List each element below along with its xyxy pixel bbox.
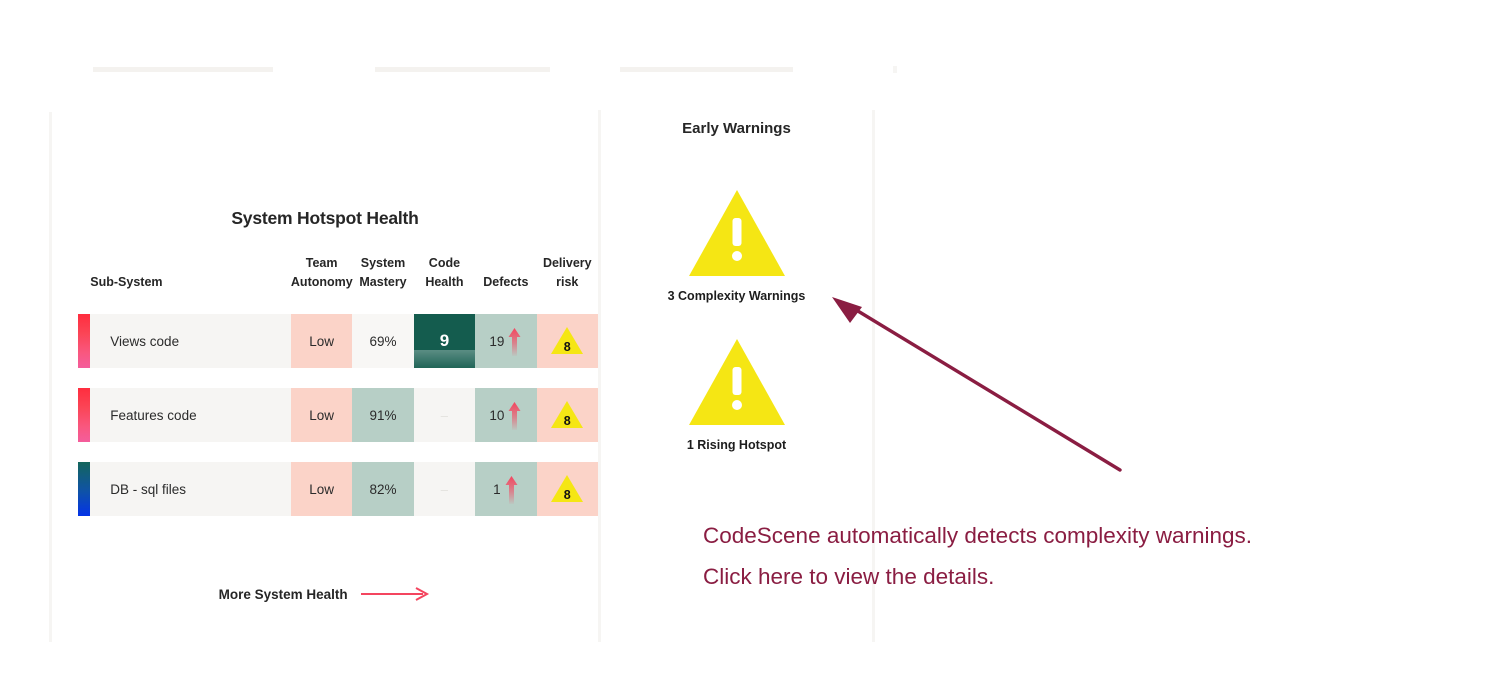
cell-team-autonomy: Low — [290, 388, 353, 442]
column-header-system-mastery: System Mastery — [359, 256, 407, 289]
more-system-health-link[interactable]: More System Health — [52, 586, 598, 602]
card-divider-4 — [893, 66, 897, 73]
column-header-defects: Defects — [483, 275, 529, 289]
cell-sub-system: DB - sql files — [90, 462, 291, 516]
cell-team-autonomy: Low — [290, 462, 353, 516]
trend-up-arrow-icon — [508, 328, 521, 356]
system-hotspot-health-panel: System Hotspot Health Sub-System Team Au… — [52, 112, 598, 642]
early-warnings-panel: Early Warnings 3 Complexity Warnings 1 R… — [601, 110, 872, 642]
callout-line-2: Click here to view the details. — [703, 564, 995, 589]
warning-caption: 3 Complexity Warnings — [667, 289, 806, 303]
code-health-gradient-band — [413, 350, 476, 368]
triangle-icon — [551, 474, 584, 502]
column-header-code-health: Code Health — [425, 256, 464, 289]
code-health-value: – — [440, 481, 449, 497]
warning-item-rising-hotspot[interactable]: 1 Rising Hotspot — [601, 337, 872, 452]
cell-code-health: 9 — [413, 314, 476, 368]
row-severity-bar — [78, 388, 90, 442]
cell-defects: 1 — [475, 462, 537, 516]
table-header-bar-spacer — [78, 254, 90, 302]
triangle-icon — [551, 326, 584, 354]
triangle-icon — [551, 400, 584, 428]
column-header-team-autonomy: Team Autonomy — [290, 256, 353, 289]
delivery-risk-value: 8 — [563, 487, 571, 502]
callout-line-1: CodeScene automatically detects complexi… — [703, 523, 1253, 548]
cell-system-mastery: 82% — [352, 462, 414, 516]
cell-defects: 10 — [475, 388, 537, 442]
card-divider-2 — [375, 67, 550, 72]
cell-defects: 19 — [475, 314, 537, 368]
cell-code-health: – — [413, 388, 476, 442]
table-row[interactable]: Features code Low 91% – 10 — [78, 388, 598, 442]
hotspot-table: Sub-System Team Autonomy System Mastery … — [78, 254, 598, 516]
column-header-sub-system: Sub-System — [90, 275, 163, 289]
table-header: Sub-System Team Autonomy System Mastery … — [78, 254, 598, 302]
cell-delivery-risk: 8 — [536, 314, 598, 368]
warning-caption: 1 Rising Hotspot — [686, 438, 787, 452]
row-severity-bar — [78, 314, 90, 368]
delivery-risk-triangle: 8 — [550, 325, 584, 355]
defects-value: 1 — [493, 481, 501, 497]
cell-delivery-risk: 8 — [536, 388, 598, 442]
delivery-risk-triangle: 8 — [550, 399, 584, 429]
panel-divider-middle — [598, 110, 601, 642]
table-body: Views code Low 69% 9 19 — [78, 302, 598, 516]
page-title: System Hotspot Health — [231, 208, 419, 228]
column-header-delivery-risk: Delivery risk — [542, 256, 592, 289]
table-row[interactable]: DB - sql files Low 82% – 1 — [78, 462, 598, 516]
early-warnings-title: Early Warnings — [682, 120, 791, 137]
delivery-risk-value: 8 — [563, 339, 571, 354]
trend-up-arrow-icon — [508, 402, 521, 430]
warning-item-complexity[interactable]: 3 Complexity Warnings — [601, 188, 872, 303]
defects-value: 19 — [489, 333, 505, 349]
callout-text: CodeScene automatically detects complexi… — [703, 515, 1493, 597]
table-row[interactable]: Views code Low 69% 9 19 — [78, 314, 598, 368]
defects-value: 10 — [489, 407, 505, 423]
code-health-value: – — [440, 407, 449, 423]
card-divider-1 — [93, 67, 273, 72]
cell-system-mastery: 91% — [352, 388, 414, 442]
warning-triangle-icon — [688, 339, 785, 425]
warning-triangle-icon — [688, 190, 785, 276]
cell-team-autonomy: Low — [290, 314, 353, 368]
delivery-risk-value: 8 — [563, 413, 571, 428]
arrow-right-icon — [361, 587, 430, 602]
cell-delivery-risk: 8 — [536, 462, 598, 516]
cell-system-mastery: 69% — [352, 314, 414, 368]
more-system-health-label: More System Health — [218, 586, 348, 602]
card-divider-3 — [620, 67, 793, 72]
delivery-risk-triangle: 8 — [550, 473, 584, 503]
cell-sub-system: Features code — [90, 388, 291, 442]
trend-up-arrow-icon — [505, 476, 518, 504]
panel-divider-left — [49, 112, 52, 642]
row-severity-bar — [78, 462, 90, 516]
cell-sub-system: Views code — [90, 314, 291, 368]
cell-code-health: – — [413, 462, 476, 516]
